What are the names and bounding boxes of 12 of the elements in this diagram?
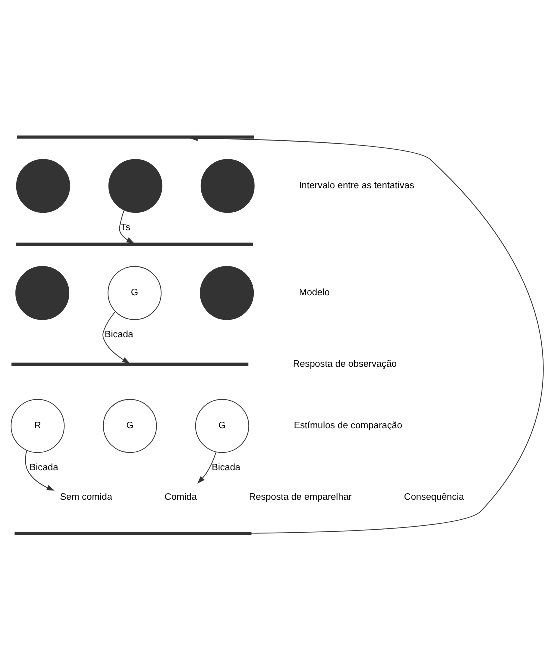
node-text: Comida [164, 491, 198, 502]
edge-label: Bicada [212, 462, 241, 472]
label: Estímulos de comparação [294, 420, 402, 430]
edge-label: Bicada [104, 329, 134, 340]
edge-label: Ts [121, 222, 131, 232]
label: Consequência [404, 491, 464, 502]
edge-label: Bicada [30, 462, 58, 472]
label: Intervalo entre as tentativas [299, 180, 414, 190]
label: Resposta de emparelhar [249, 491, 352, 502]
label: Modelo [299, 287, 330, 298]
label: Resposta de observação [293, 358, 398, 368]
node-text: Sem comida [60, 491, 112, 502]
